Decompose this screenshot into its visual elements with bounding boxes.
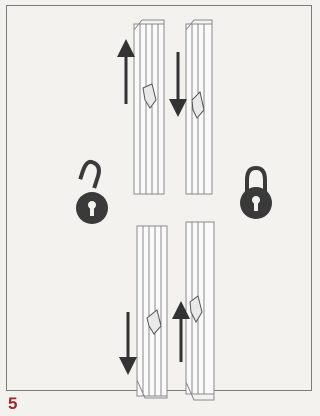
top-right-profile [185, 19, 213, 195]
padlock-locked-icon [240, 165, 272, 219]
padlock-unlocked-icon [76, 159, 108, 224]
bottom-left-profile [136, 225, 168, 399]
step-number: 5 [8, 394, 18, 413]
top-left-profile [133, 19, 165, 195]
bottom-right-profile [185, 221, 215, 401]
